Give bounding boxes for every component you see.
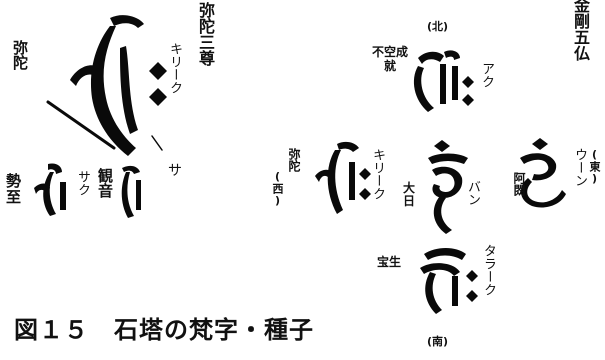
saku-seed-syllable-seishi [26,160,76,220]
ah-seed-syllable [400,38,480,118]
west-direction: (西) [271,170,284,207]
five-buddhas-title: 金剛五仏 [571,0,590,61]
north-direction: (北) [427,20,449,33]
trah-seed-syllable [410,240,490,320]
vam-seed-syllable [418,136,478,236]
fukujoju-label: 不空成就 [372,45,409,73]
amida-center-label: 弥陀 [11,40,29,70]
center-reading: バン [465,180,480,206]
north-reading: アク [479,62,494,88]
connector-mark [150,134,166,154]
hosho-label: 宝生 [377,255,402,269]
seishi-label: 勢至 [6,172,22,206]
east-direction: (東) [588,148,601,185]
seishi-reading: サク [75,170,90,196]
hrih-seed-syllable-large [40,10,175,160]
kannon-label: 観音 [96,168,114,198]
south-direction: (南) [427,335,449,348]
amida-triad-title: 弥陀三尊 [196,2,215,66]
south-reading: タラーク [481,244,496,296]
west-amida-label: 弥陀 [287,148,301,172]
amida-bottom-reading: サ [168,163,182,179]
saku-seed-syllable-kannon [116,160,146,220]
figure-caption: 図１５ 石塔の梵字・種子 [14,316,314,344]
west-reading: キリーク [370,148,385,200]
amida-center-reading: キリーク [167,42,182,94]
hrih-seed-syllable-small [305,138,375,220]
dainichi-label: 大日 [403,181,416,209]
ashuku-label: 阿閦 [512,172,526,196]
hum-seed-syllable [510,136,570,208]
east-reading: ウーン [572,148,587,187]
